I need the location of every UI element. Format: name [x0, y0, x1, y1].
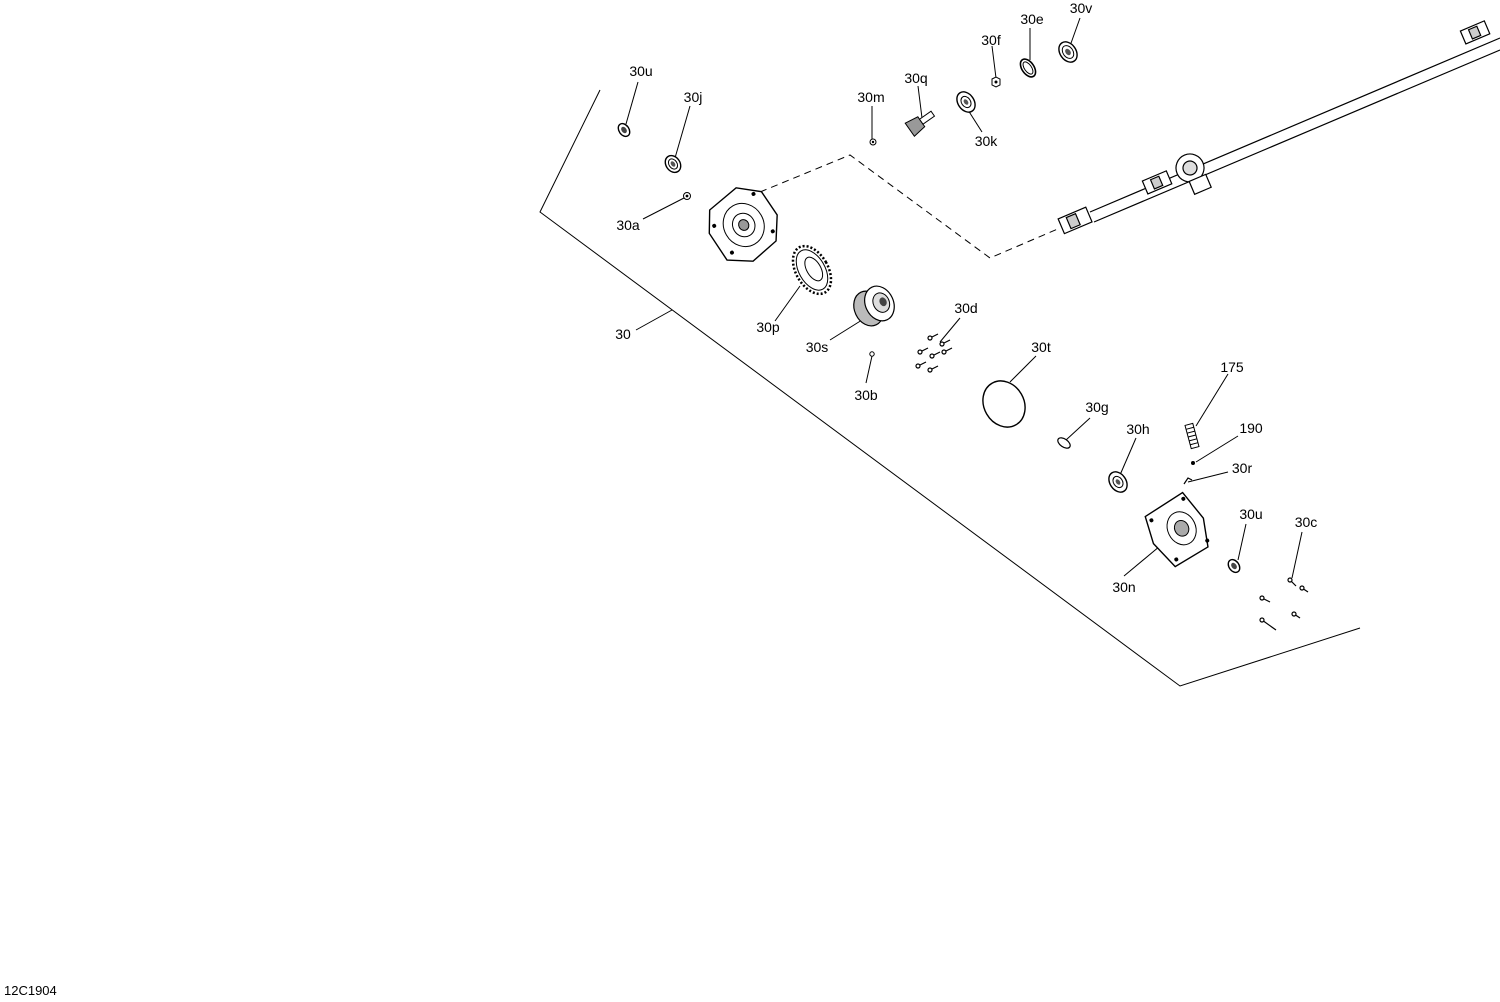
seal-30u-bottom — [1226, 557, 1242, 574]
assembly-boundary-line — [540, 90, 1360, 686]
callout-30a: 30a — [616, 217, 640, 233]
callout-30j: 30j — [683, 89, 703, 105]
callout-30b: 30b — [854, 387, 878, 403]
callout-30t: 30t — [1031, 339, 1051, 355]
ring-gear-30p — [785, 239, 839, 300]
callout-30f: 30f — [981, 32, 1001, 48]
callout-175: 175 — [1220, 359, 1244, 375]
pinion-gear-30q — [905, 107, 937, 136]
screw-30b — [870, 352, 874, 356]
ring-30e — [1017, 56, 1038, 79]
plug-30a — [684, 193, 691, 200]
differential-30s — [848, 281, 899, 331]
ring-30g — [1056, 436, 1072, 451]
leader-lines — [626, 18, 1302, 578]
callout-30k: 30k — [974, 133, 998, 149]
callout-30r: 30r — [1231, 460, 1253, 476]
differential-housing — [696, 177, 791, 273]
o-ring-30t — [975, 373, 1034, 435]
callout-30u-top: 30u — [629, 63, 653, 79]
seal-30u-top — [616, 121, 632, 138]
callout-30: 30 — [615, 326, 631, 342]
pin-30r — [1184, 478, 1192, 484]
bolts-30d — [916, 334, 952, 372]
cover-30n — [1139, 489, 1210, 571]
plug-30m — [870, 139, 876, 145]
callout-30p: 30p — [756, 319, 780, 335]
callout-30q: 30q — [904, 70, 928, 86]
bolts-30c — [1260, 578, 1308, 630]
bearing-30j — [662, 153, 684, 176]
callout-30d: 30d — [954, 300, 978, 316]
callout-190: 190 — [1239, 420, 1263, 436]
callout-30g: 30g — [1085, 399, 1109, 415]
nut-30f — [992, 77, 1000, 87]
callout-30n: 30n — [1112, 579, 1136, 595]
ball-190 — [1191, 461, 1195, 465]
spring-175 — [1185, 423, 1199, 448]
callout-30m: 30m — [857, 89, 885, 105]
callout-30e: 30e — [1020, 11, 1044, 27]
diagram-reference-code: 12C1904 — [4, 983, 57, 998]
bearing-30h — [1105, 468, 1131, 495]
bearing-30v — [1055, 38, 1081, 65]
callout-30u-bottom: 30u — [1239, 506, 1263, 522]
connection-dashed-line — [760, 155, 1060, 258]
bearing-30k — [953, 88, 979, 115]
callout-30v: 30v — [1069, 0, 1093, 16]
callout-30c: 30c — [1294, 514, 1318, 530]
callout-30h: 30h — [1126, 421, 1150, 437]
callout-30s: 30s — [805, 339, 829, 355]
driveshaft — [1058, 21, 1500, 234]
